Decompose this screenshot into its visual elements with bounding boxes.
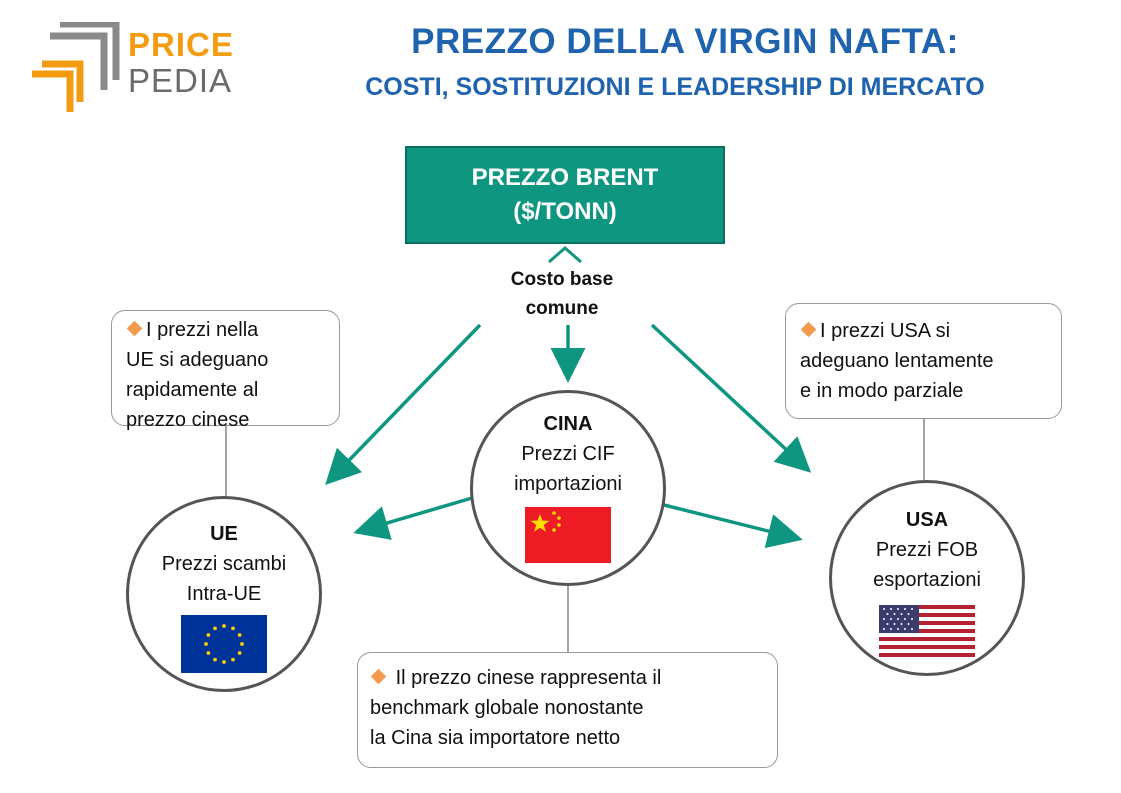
usa-flag-icon	[879, 605, 975, 657]
note-eu-line: UE si adeguano	[126, 349, 269, 371]
node-usa: USA Prezzi FOB esportazioni	[829, 480, 1025, 676]
node-china-line1: Prezzi CIF	[521, 443, 615, 465]
arrow-brent-usa	[650, 323, 812, 473]
node-usa-line1: Prezzi FOB	[875, 539, 979, 561]
logo-text-price: PRICE	[128, 26, 234, 63]
cost-label-line2: comune	[525, 298, 599, 319]
pricepedia-logo: PRICE PEDIA	[30, 22, 233, 112]
node-usa-name: USA	[905, 509, 949, 531]
china-flag-icon	[525, 507, 611, 563]
note-usa-line: adeguano lentamente	[800, 350, 994, 372]
node-usa-line2: esportazioni	[873, 569, 981, 591]
node-eu-line2: Intra-UE	[186, 583, 262, 605]
note-eu-line: rapidamente al	[126, 379, 259, 401]
arrow-brent-eu	[325, 323, 482, 486]
note-eu-text: I prezzi nella	[146, 319, 259, 341]
note-china-line: la Cina sia importatore netto	[370, 727, 621, 749]
note-china: Il prezzo cinese rappresenta il benchmar…	[357, 652, 778, 768]
note-usa-text: I prezzi USA si	[820, 320, 951, 342]
note-eu: I prezzi nella UE si adeguano rapidament…	[111, 310, 340, 431]
brent-unit: ($/TONN)	[513, 198, 617, 225]
node-eu-name: UE	[210, 523, 238, 545]
cost-label-line1: Costo base	[510, 269, 614, 290]
node-china-name: CINA	[543, 413, 593, 435]
note-china-line: benchmark globale nonostante	[370, 697, 644, 719]
node-eu-line1: Prezzi scambi	[161, 553, 287, 575]
node-china-line2: importazioni	[514, 473, 622, 495]
node-eu: UE Prezzi scambi Intra-UE	[126, 496, 322, 692]
arrow-china-eu	[353, 496, 473, 540]
note-eu-line: prezzo cinese	[126, 409, 250, 431]
node-china: CINA Prezzi CIF importazioni	[470, 390, 666, 586]
diamond-bullet-icon	[126, 320, 143, 337]
note-usa-line: e in modo parziale	[800, 380, 964, 402]
note-eu-line: I prezzi nella	[126, 315, 329, 345]
brent-price-box: PREZZO BRENT ($/TONN)	[405, 146, 725, 244]
arrow-china-usa	[663, 503, 803, 549]
logo-mark-icon	[32, 22, 120, 112]
note-usa-line: I prezzi USA si	[800, 316, 1051, 346]
page-title: PREZZO DELLA VIRGIN NAFTA:	[411, 22, 959, 61]
note-china-text: Il prezzo cinese rappresenta il	[395, 667, 662, 689]
diamond-bullet-icon	[800, 321, 817, 338]
eu-flag-icon	[181, 615, 267, 673]
note-china-line: Il prezzo cinese rappresenta il	[370, 663, 767, 693]
brent-title: PREZZO BRENT	[471, 164, 659, 191]
note-usa: I prezzi USA si adeguano lentamente e in…	[785, 303, 1062, 419]
page-subtitle: COSTI, SOSTITUZIONI E LEADERSHIP DI MERC…	[365, 73, 985, 101]
common-base-cost-label: Costo base comune	[462, 265, 662, 323]
logo-text-pedia: PEDIA	[128, 62, 233, 99]
brent-chevron	[548, 246, 582, 264]
diamond-bullet-icon	[370, 668, 387, 685]
